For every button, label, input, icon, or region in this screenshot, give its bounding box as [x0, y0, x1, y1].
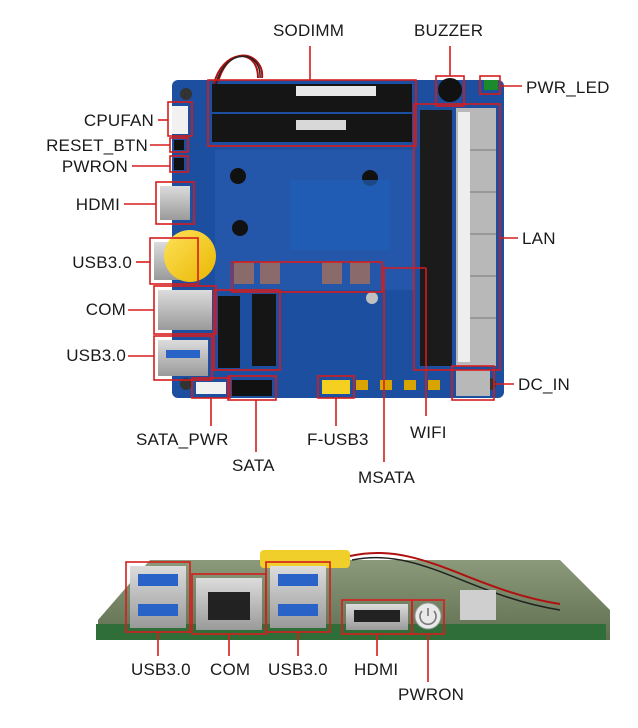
- m2-slot: [218, 296, 240, 368]
- label-pwr-led: PWR_LED: [526, 78, 610, 97]
- box-cpufan: [167, 101, 193, 137]
- box-pwron-top: [169, 155, 189, 173]
- rear-com-port: [196, 578, 262, 630]
- mount-hole: [180, 88, 192, 100]
- capacitor: [366, 292, 378, 304]
- f-usb3-header: [322, 380, 350, 394]
- rear-usb-right: [270, 566, 326, 628]
- sata-pwr-header: [196, 382, 226, 394]
- box-sodimm: [207, 79, 417, 147]
- sodimm-label-strip: [296, 86, 376, 96]
- reset-header: [174, 140, 184, 150]
- box-usb-upper: [149, 237, 199, 285]
- label-msata: MSATA: [358, 468, 416, 487]
- label-usb30-upper: USB3.0: [72, 253, 132, 272]
- label-sodimm: SODIMM: [273, 21, 345, 40]
- cmos-battery: [164, 230, 216, 282]
- m2-slot: [252, 294, 276, 366]
- label-dc-in: DC_IN: [518, 375, 571, 394]
- label-f-usb3: F-USB3: [307, 430, 369, 449]
- box-hdmi-top: [155, 181, 195, 225]
- buzzer-wire-dark: [215, 55, 261, 85]
- memory-chips: [234, 262, 370, 284]
- pwr-led-component: [484, 80, 498, 90]
- mount-hole: [180, 378, 192, 390]
- dc-in-jack: [456, 370, 490, 396]
- label-pwron-top: PWRON: [61, 157, 128, 176]
- sodimm-label-strip: [296, 120, 346, 130]
- label-buzzer: BUZZER: [414, 21, 484, 40]
- lan-magnetics: [420, 110, 452, 366]
- cpufan-header: [172, 106, 188, 134]
- sata-connector: [232, 380, 272, 396]
- rear-usb-left: [130, 566, 186, 628]
- rear-battery: [260, 550, 350, 568]
- rear-wire-dark: [351, 556, 561, 611]
- pwron-header: [174, 158, 184, 170]
- label-reset-btn: RESET_BTN: [46, 136, 148, 155]
- buzzer-component: [438, 78, 462, 102]
- label-lan: LAN: [522, 229, 556, 248]
- top-board: [154, 54, 504, 398]
- rear-hdmi-port: [346, 604, 408, 630]
- rear-wire: [349, 551, 561, 605]
- label-rear-usb30-left: USB3.0: [131, 660, 191, 679]
- box-sata: [227, 375, 277, 401]
- com-port-top: [158, 290, 212, 330]
- box-lan: [413, 103, 501, 371]
- rear-annotations: [125, 561, 445, 682]
- lan-block-label: [458, 112, 470, 362]
- hdmi-port-top: [160, 186, 190, 220]
- box-usb-lower: [153, 335, 213, 381]
- mount-hole: [230, 168, 246, 184]
- rear-dc-jack: [460, 590, 496, 620]
- label-sata-pwr: SATA_PWR: [136, 430, 229, 449]
- label-rear-hdmi: HDMI: [354, 660, 399, 679]
- label-wifi: WIFI: [410, 423, 447, 442]
- label-rear-pwron: PWRON: [398, 685, 465, 704]
- soc-region: [290, 180, 390, 250]
- top-annotations: [124, 46, 522, 462]
- usb-port-top-lower-tongue: [166, 350, 200, 358]
- edge-pins: [356, 380, 440, 390]
- box-msata: [231, 261, 383, 293]
- label-sata: SATA: [232, 456, 275, 475]
- box-pwr-led: [479, 75, 501, 95]
- label-usb30-lower: USB3.0: [66, 346, 126, 365]
- mount-hole: [232, 220, 248, 236]
- label-hdmi-top: HDMI: [75, 195, 120, 214]
- rear-power-button: [414, 602, 442, 630]
- label-com-top: COM: [85, 300, 126, 319]
- box-m2: [213, 289, 281, 371]
- label-rear-com: COM: [210, 660, 251, 679]
- label-rear-usb30-right: USB3.0: [268, 660, 328, 679]
- label-cpufan: CPUFAN: [83, 111, 154, 130]
- rear-board: [96, 550, 610, 640]
- box-dc-in: [451, 365, 495, 401]
- lan-port-dividers: [470, 149, 496, 319]
